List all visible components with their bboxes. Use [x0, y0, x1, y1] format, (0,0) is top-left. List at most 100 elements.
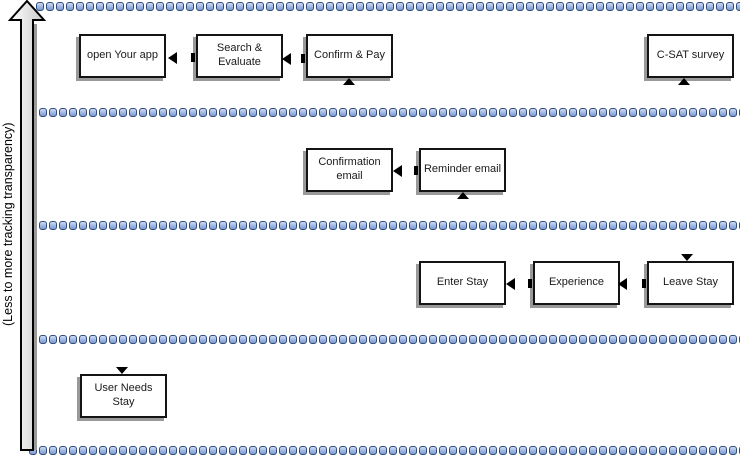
timeline-bead [359, 446, 367, 455]
timeline-bead [36, 2, 44, 11]
timeline-bead [606, 2, 614, 11]
timeline-bead [39, 108, 47, 117]
timeline-bead [419, 335, 427, 344]
stage-box-label: Leave Stay [662, 276, 719, 289]
timeline-bead [326, 2, 334, 11]
timeline-bead [69, 446, 77, 455]
timeline-bead [456, 2, 464, 11]
notch-bottom-csat-survey [678, 78, 690, 85]
timeline-bead [376, 2, 384, 11]
connector-nub [301, 54, 305, 63]
timeline-bead [416, 2, 424, 11]
timeline-bead [39, 446, 47, 455]
timeline-bead [426, 2, 434, 11]
timeline-bead [349, 446, 357, 455]
timeline-bead [69, 335, 77, 344]
timeline-bead [569, 221, 577, 230]
timeline-bead [469, 221, 477, 230]
timeline-bead [639, 221, 647, 230]
timeline-bead [649, 221, 657, 230]
connector-experience-leave [618, 277, 646, 290]
timeline-bead [269, 221, 277, 230]
timeline-bead [79, 108, 87, 117]
timeline-bead [229, 446, 237, 455]
timeline-bead [636, 2, 644, 11]
timeline-bead [239, 108, 247, 117]
timeline-bead [409, 108, 417, 117]
timeline-bead [539, 446, 547, 455]
timeline-bead [599, 446, 607, 455]
timeline-bead [709, 221, 717, 230]
timeline-bead [629, 108, 637, 117]
timeline-bead [79, 446, 87, 455]
timeline-bead [379, 446, 387, 455]
timeline-bead [259, 221, 267, 230]
timeline-bead [329, 446, 337, 455]
timeline-bead [159, 108, 167, 117]
timeline-bead [639, 446, 647, 455]
timeline-bead [296, 2, 304, 11]
timeline-bead [489, 108, 497, 117]
connector-enter-experience [506, 277, 532, 290]
timeline-bead [306, 2, 314, 11]
timeline-bead [329, 335, 337, 344]
timeline-bead [389, 108, 397, 117]
timeline-bead [669, 446, 677, 455]
timeline-bead [209, 335, 217, 344]
timeline-bead [159, 446, 167, 455]
timeline-bead [639, 108, 647, 117]
timeline-bead [66, 2, 74, 11]
timeline-bead [689, 221, 697, 230]
timeline-bead [289, 335, 297, 344]
connector-nub [528, 279, 532, 288]
timeline-bead [249, 446, 257, 455]
timeline-bead [569, 446, 577, 455]
timeline-bead [579, 446, 587, 455]
timeline-bead [519, 108, 527, 117]
dotted-timeline-1 [36, 2, 740, 11]
timeline-bead [459, 446, 467, 455]
timeline-bead [499, 446, 507, 455]
timeline-bead [259, 108, 267, 117]
timeline-bead [679, 446, 687, 455]
timeline-bead [79, 335, 87, 344]
timeline-bead [559, 446, 567, 455]
timeline-bead [449, 221, 457, 230]
timeline-bead [86, 2, 94, 11]
timeline-bead [706, 2, 714, 11]
timeline-bead [209, 446, 217, 455]
timeline-bead [396, 2, 404, 11]
timeline-bead [589, 446, 597, 455]
timeline-bead [649, 446, 657, 455]
timeline-bead [429, 335, 437, 344]
timeline-bead [699, 335, 707, 344]
timeline-bead [516, 2, 524, 11]
stage-box-label: open Your app [87, 49, 158, 62]
timeline-bead [106, 2, 114, 11]
timeline-bead [736, 2, 740, 11]
timeline-bead [559, 108, 567, 117]
timeline-bead [409, 335, 417, 344]
timeline-bead [219, 446, 227, 455]
timeline-bead [119, 335, 127, 344]
timeline-bead [666, 2, 674, 11]
timeline-bead [266, 2, 274, 11]
timeline-bead [339, 446, 347, 455]
timeline-bead [369, 221, 377, 230]
timeline-bead [459, 221, 467, 230]
timeline-bead [539, 335, 547, 344]
timeline-bead [399, 108, 407, 117]
timeline-bead [146, 2, 154, 11]
timeline-bead [536, 2, 544, 11]
notch-top-leave-stay [681, 254, 693, 261]
timeline-bead [589, 335, 597, 344]
timeline-bead [526, 2, 534, 11]
timeline-bead [379, 221, 387, 230]
timeline-bead [339, 335, 347, 344]
timeline-bead [449, 108, 457, 117]
timeline-bead [369, 446, 377, 455]
timeline-bead [196, 2, 204, 11]
timeline-bead [659, 221, 667, 230]
timeline-bead [509, 335, 517, 344]
timeline-bead [109, 108, 117, 117]
